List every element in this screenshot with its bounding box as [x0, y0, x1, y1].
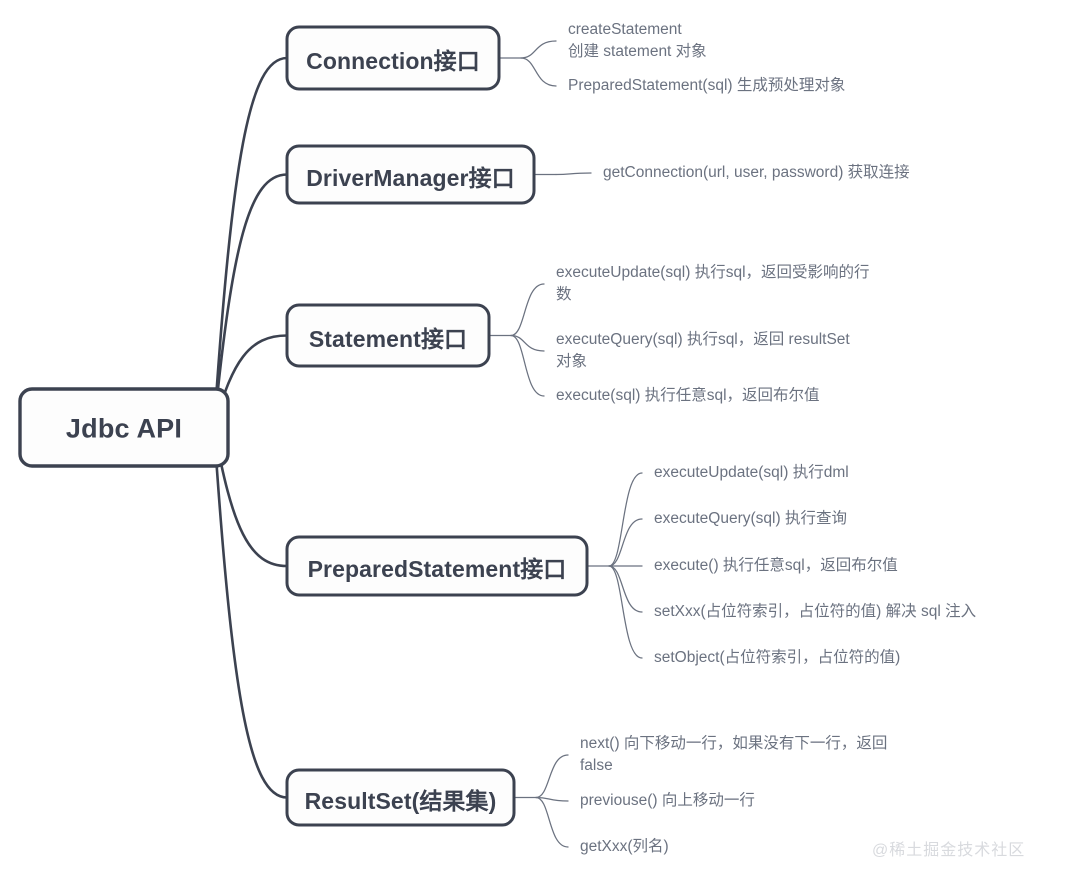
leaf-label-drivermanager-0: getConnection(url, user, password) 获取连接 [603, 164, 910, 181]
branch-node-box-drivermanager[interactable] [285, 144, 536, 205]
leaf-link-connection-1 [520, 57, 557, 87]
leaf-label-preparedstatement-3: setXxx(占位符索引，占位符的值) 解决 sql 注入 [654, 603, 977, 620]
leaf-link-resultset-1 [535, 796, 569, 802]
leaf-label-connection-0: createStatement 创建 statement 对象 [568, 21, 707, 60]
node-box-group [18, 25, 589, 827]
leaf-label-resultset-1: previouse() 向上移动一行 [580, 792, 755, 809]
branch-link-resultset [212, 426, 289, 799]
root-node-label: Jdbc API [65, 413, 183, 443]
branch-node-label-statement: Statement接口 [308, 325, 468, 352]
branch-node-label-resultset: ResultSet(结果集) [304, 787, 497, 814]
leaf-link-resultset-2 [535, 796, 569, 848]
branch-link-drivermanager [212, 173, 289, 429]
branch-node-label-drivermanager: DriverManager接口 [306, 164, 515, 191]
leaf-link-statement-2 [510, 334, 545, 397]
branch-node-box-statement[interactable] [285, 303, 491, 368]
leaf-label-statement-2: execute(sql) 执行任意sql，返回布尔值 [556, 387, 820, 404]
leaf-label-preparedstatement-1: executeQuery(sql) 执行查询 [654, 510, 847, 527]
leaf-link-preparedstatement-4 [608, 565, 643, 659]
leaf-label-connection-1: PreparedStatement(sql) 生成预处理对象 [568, 77, 846, 94]
leaf-link-preparedstatement-0 [608, 472, 643, 567]
root-node-box[interactable] [18, 387, 230, 468]
branch-node-box-resultset[interactable] [285, 768, 516, 827]
leaf-link-statement-0 [510, 283, 545, 337]
leaf-link-drivermanager-0 [555, 172, 592, 176]
leaf-label-preparedstatement-4: setObject(占位符索引，占位符的值) [654, 649, 901, 666]
leaf-label-resultset-0: next() 向下移动一行，如果没有下一行，返回 false [580, 735, 888, 774]
watermark: @稀土掘金技术社区 [872, 842, 1026, 859]
leaf-link-preparedstatement-1 [608, 518, 643, 567]
branch-link-connection [212, 56, 289, 429]
leaf-link-group [488, 40, 643, 848]
leaf-label-statement-0: executeUpdate(sql) 执行sql，返回受影响的行 数 [556, 264, 870, 303]
branch-node-box-connection[interactable] [285, 25, 501, 91]
leaf-label-resultset-2: getXxx(列名) [580, 838, 669, 855]
branch-node-label-connection: Connection接口 [306, 48, 480, 74]
leaf-link-preparedstatement-3 [608, 565, 643, 613]
leaf-label-preparedstatement-0: executeUpdate(sql) 执行dml [654, 464, 849, 481]
leaf-label-preparedstatement-2: execute() 执行任意sql，返回布尔值 [654, 557, 898, 574]
branch-node-box-preparedstatement[interactable] [285, 535, 589, 597]
leaf-link-connection-0 [520, 40, 557, 59]
branch-node-label-preparedstatement: PreparedStatement接口 [307, 556, 567, 582]
leaf-label-statement-1: executeQuery(sql) 执行sql，返回 resultSet 对象 [556, 331, 850, 370]
leaf-link-resultset-0 [535, 754, 569, 799]
